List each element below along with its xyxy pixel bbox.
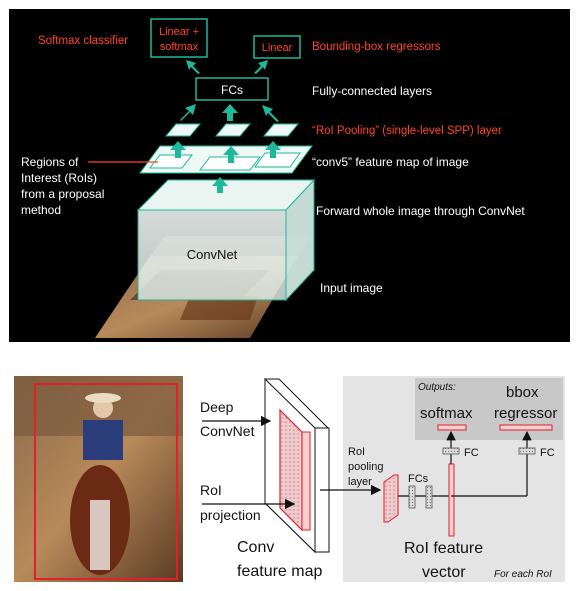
fc-layer (425, 485, 433, 509)
up-arrow (170, 141, 186, 158)
fc-bbox-block (518, 447, 536, 455)
softmax-classifier-label: Softmax classifier (38, 35, 128, 47)
fc-layer (408, 485, 416, 509)
fc-softmax-block (442, 447, 460, 455)
diag-arrow (254, 60, 268, 74)
up-arrow (212, 177, 228, 193)
linear-softmax-line1: Linear + (159, 26, 199, 38)
pool-label-line1: RoI (348, 446, 365, 458)
fcs-bottom-label: FCs (408, 473, 429, 485)
bbox-label-line2: regressor (494, 405, 557, 422)
convnet-cube: ConvNet (136, 178, 316, 302)
top-panel: ConvNet FCs (9, 9, 570, 342)
roi-pooled-features (164, 123, 300, 137)
feat-label-line2: vector (422, 564, 466, 581)
fc-left-label: FC (464, 447, 479, 459)
diag-arrow (262, 105, 279, 122)
convnet-label: ConvNet (187, 247, 238, 262)
pool-label-line2: pooling (348, 461, 383, 473)
linear-softmax-line2: softmax (160, 41, 199, 53)
softmax-output (437, 424, 467, 431)
bbox-label-line1: bbox (506, 384, 539, 401)
fcs-box: FCs (195, 77, 269, 101)
conv-label-line2: feature map (237, 563, 322, 580)
softmax-label: softmax (420, 405, 473, 422)
outputs-label: Outputs: (418, 382, 456, 393)
linear-box: Linear (253, 35, 301, 59)
feat-label-line1: RoI feature (404, 540, 483, 557)
rois-line4: method (21, 203, 61, 217)
diag-arrow (180, 104, 196, 121)
conv-label-line1: Conv (237, 539, 274, 556)
up-arrow (222, 104, 238, 121)
input-image-label: Input image (320, 281, 383, 295)
roi-proj-line1: RoI (200, 482, 222, 498)
forward-label: Forward whole image through ConvNet (316, 204, 525, 218)
fc-layers-label: Fully-connected layers (312, 84, 432, 98)
bbox-regressors-label: Bounding-box regressors (312, 41, 441, 53)
roi-pool-tile (262, 123, 300, 137)
green-arrows (170, 60, 281, 193)
pool-label-line3: layer (348, 476, 372, 488)
input-photo (14, 376, 183, 582)
conv5-label: “conv5” feature map of image (312, 155, 469, 169)
conv-feature-map (264, 377, 330, 554)
for-each-roi-label: For each RoI (494, 569, 552, 580)
linear-softmax-box: Linear + softmax (150, 18, 208, 58)
rois-label: Regions of Interest (RoIs) from a propos… (21, 155, 158, 217)
up-arrow (265, 141, 281, 158)
fcs-label: FCs (221, 83, 243, 97)
roi-pool-tile (214, 123, 252, 137)
roi-pool-tile (164, 123, 202, 137)
rois-line1: Regions of (21, 155, 79, 169)
bottom-panel: Deep ConvNet RoI projection Conv feature… (14, 376, 565, 582)
roi-box (34, 383, 178, 580)
roi-pooling-layer: RoI pooling layer (348, 446, 399, 523)
projected-roi-side (301, 431, 311, 531)
fc-right-label: FC (540, 447, 555, 459)
rois-line2: Interest (RoIs) (21, 171, 97, 185)
bbox-output (499, 424, 553, 431)
roi-pooling-label: “RoI Pooling” (single-level SPP) layer (312, 125, 502, 137)
diag-arrow (186, 60, 200, 74)
rois-line3: from a proposal (21, 187, 104, 201)
fcs-stack: FCs (398, 473, 450, 509)
up-arrow (223, 146, 239, 163)
deep-label-line1: Deep (200, 399, 234, 415)
projected-roi (279, 408, 303, 532)
roi-proj-line2: projection (200, 507, 261, 523)
conv5-feature-map (139, 145, 313, 174)
deep-label-line2: ConvNet (200, 423, 255, 439)
linear-label: Linear (262, 42, 293, 54)
